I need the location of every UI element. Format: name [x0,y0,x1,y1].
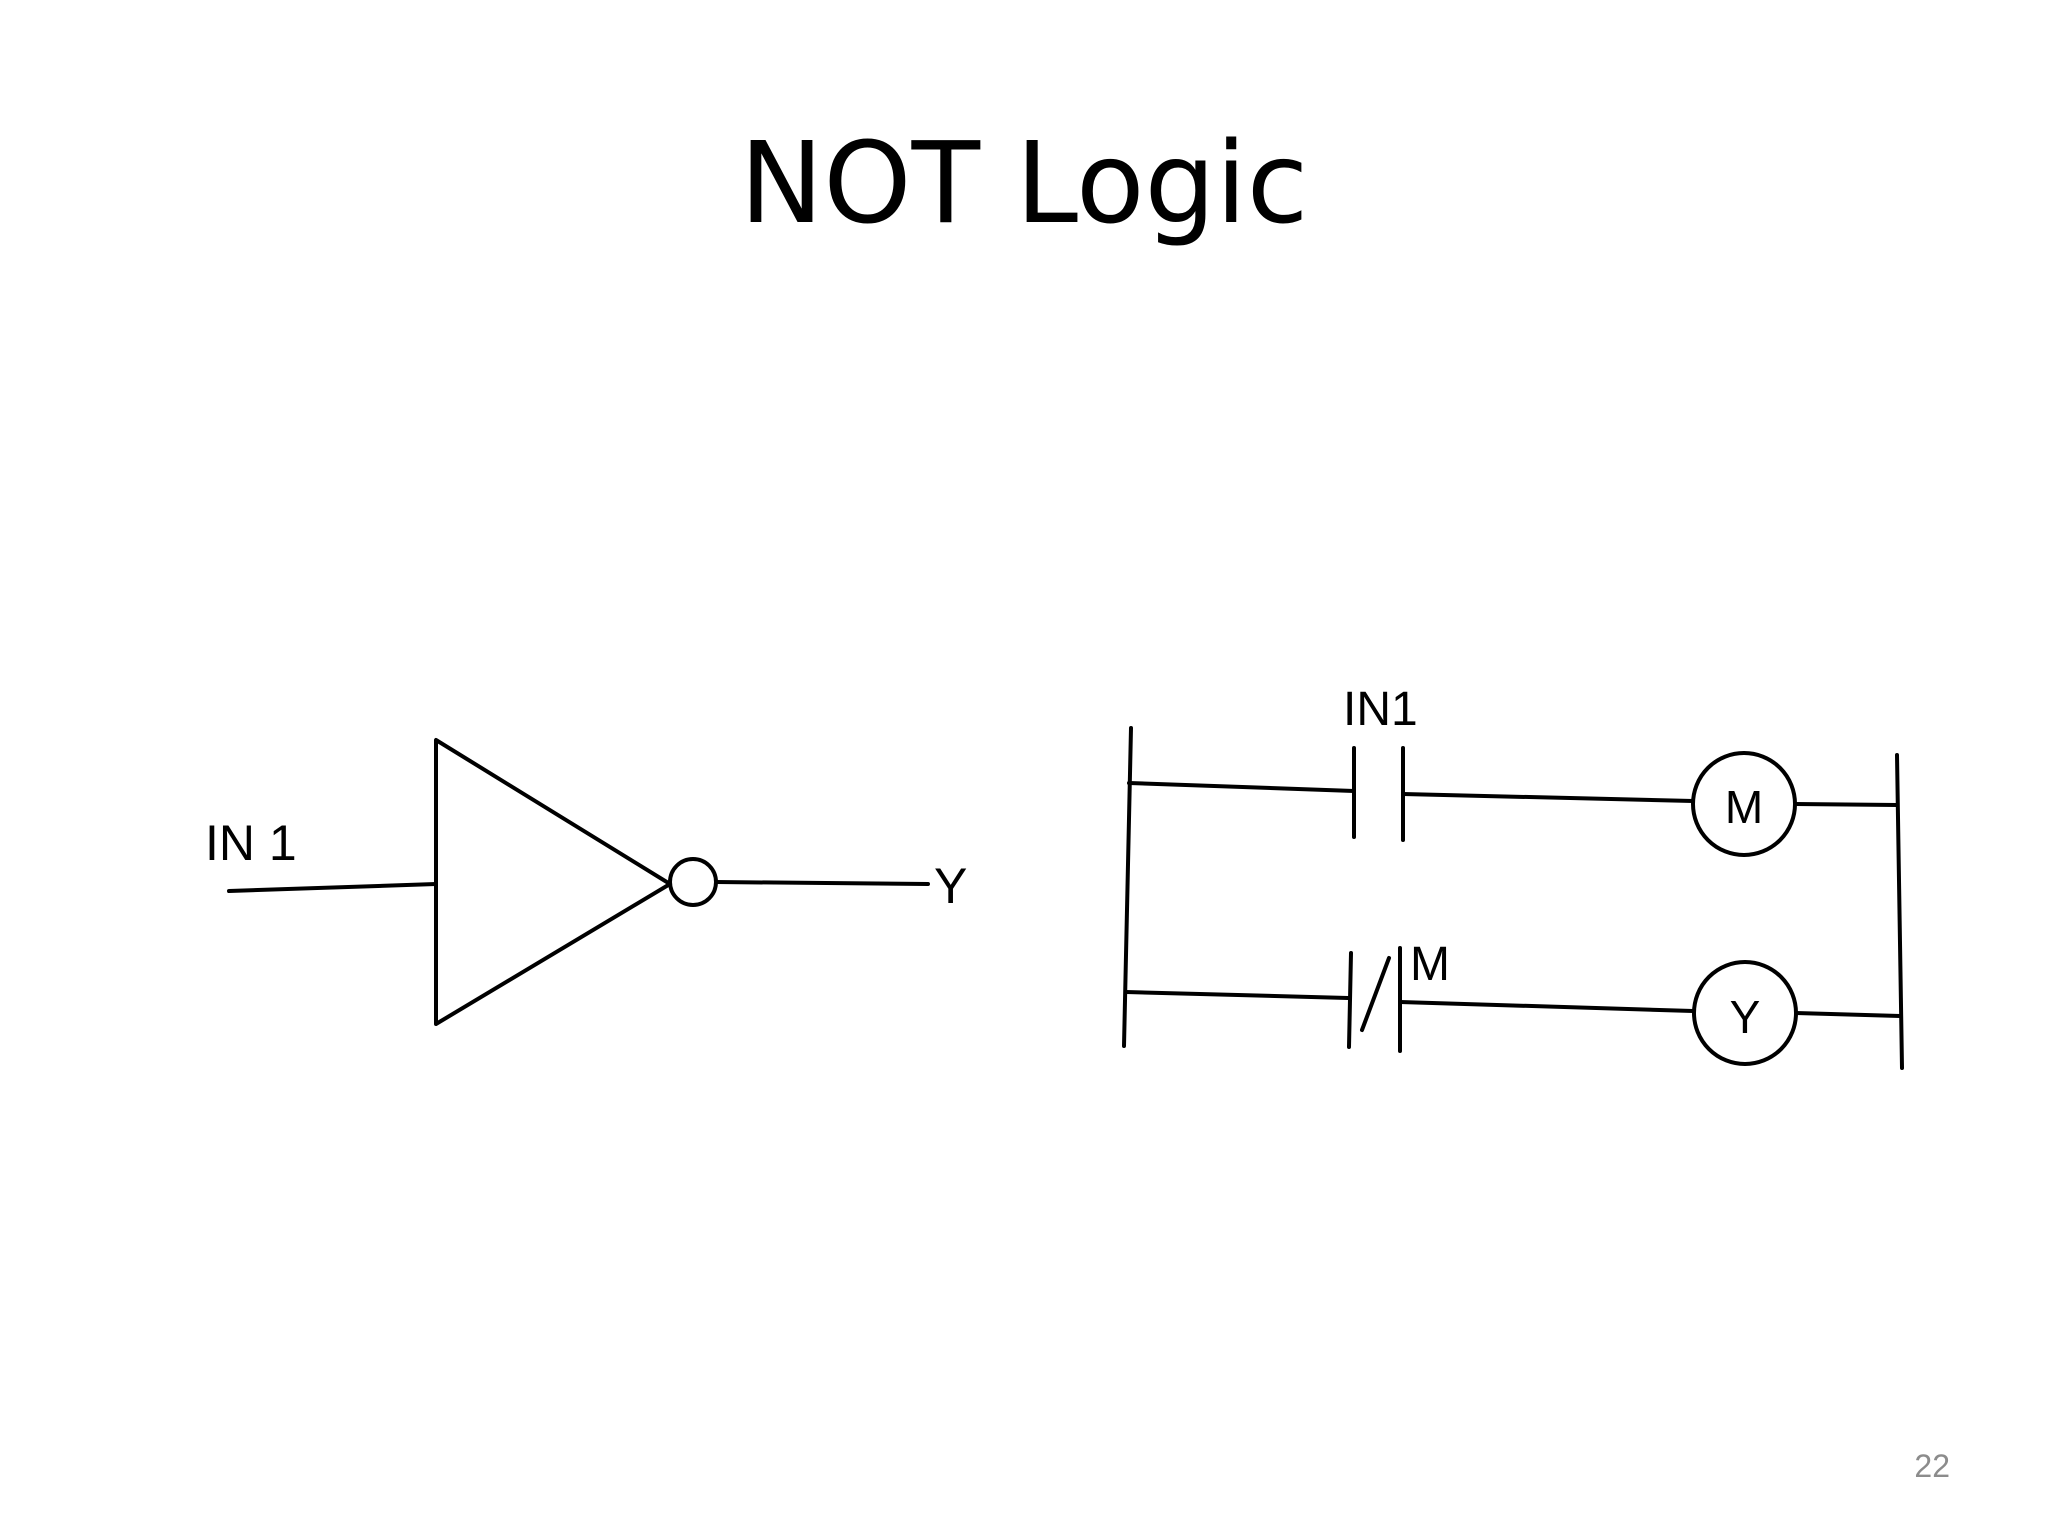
rung2-left-wire [1124,990,1350,1000]
right-power-rail [1895,753,1904,1070]
rung1-mid-wire [1401,792,1695,803]
rung2-right-wire [1794,1011,1902,1018]
gate-output-label: Y [934,858,967,914]
rung2-coil-label: Y [1730,991,1761,1043]
page-number: 22 [1914,1448,1950,1484]
rung1-coil-label: M [1725,781,1763,833]
rung1-left-wire [1127,781,1356,793]
slide-title: NOT Logic [739,119,1309,249]
rung2-contact-label: M [1410,938,1450,991]
rung1-right-wire [1793,802,1899,807]
gate-input-wire [227,882,438,893]
rung2-contact-left-plate [1347,951,1353,1049]
rung1-contact-label: IN1 [1343,683,1418,736]
gate-output-wire [714,880,930,886]
rung2-mid-wire [1398,1000,1695,1013]
rung2-contact-slash [1360,956,1391,1032]
gate-input-label: IN 1 [205,815,297,871]
not-gate-diagram [227,738,930,1026]
not-gate-inversion-bubble [668,857,718,907]
not-gate-triangle [434,738,672,1026]
ladder-diagram [1122,726,1904,1070]
left-power-rail [1122,726,1133,1048]
